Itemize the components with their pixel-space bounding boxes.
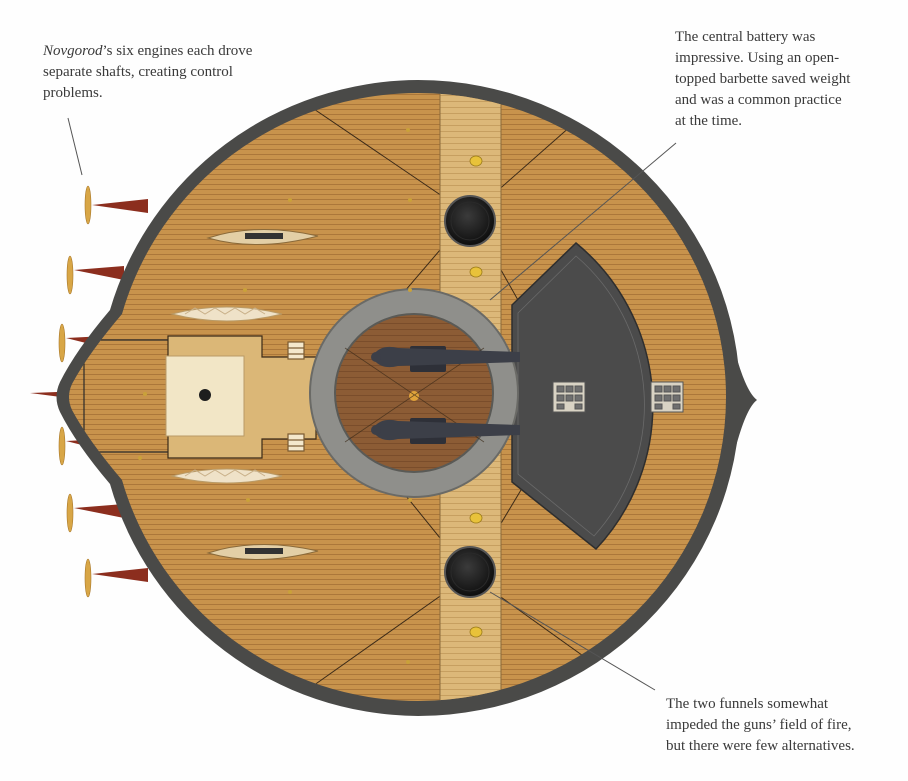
caption-line: at the time.: [675, 113, 743, 129]
boat: [206, 543, 319, 561]
gun-icon: [371, 346, 520, 372]
caption-line: and was a common practice: [675, 92, 842, 108]
caption-line: impressive. Using an open-: [675, 50, 840, 66]
funnel-icon: [444, 546, 496, 598]
ship-name: Novgorod: [43, 43, 103, 59]
covered-boat: [170, 306, 283, 322]
ships-boats: [170, 228, 319, 561]
vent-icon: [199, 389, 211, 401]
propeller-icon: [58, 185, 92, 598]
caption-engines: Novgorod’s six engines each drove separa…: [43, 41, 283, 104]
caption-battery: The central battery was impressive. Usin…: [675, 27, 885, 132]
stern-superstructure: [165, 335, 317, 459]
caption-line: separate shafts, creating control: [43, 64, 233, 80]
caption-funnels: The two funnels somewhat impeded the gun…: [666, 694, 891, 757]
caption-line: The two funnels somewhat: [666, 696, 829, 712]
skylight-icon: [552, 381, 586, 413]
caption-line: The central battery was: [675, 29, 816, 45]
central-barbette: [309, 288, 519, 498]
caption-line: impeded the guns’ field of fire,: [666, 717, 852, 733]
caption-line: ’s six engines each drove: [102, 43, 253, 59]
ladder-icon: [287, 341, 305, 452]
deck-fittings: [138, 128, 412, 664]
funnel-icon: [444, 195, 496, 247]
caption-line: topped barbette saved weight: [675, 71, 851, 87]
boat: [206, 228, 319, 246]
skylight-icon: [650, 381, 684, 413]
covered-boat: [170, 468, 283, 484]
gun-icon: [371, 418, 520, 444]
caption-line: but there were few alternatives.: [666, 738, 855, 754]
caption-leader-lines: [67, 117, 677, 691]
caption-line: problems.: [43, 85, 103, 101]
ventilator-icon: [469, 155, 483, 638]
stern-outline: [83, 339, 168, 453]
bow-point: [735, 352, 757, 450]
